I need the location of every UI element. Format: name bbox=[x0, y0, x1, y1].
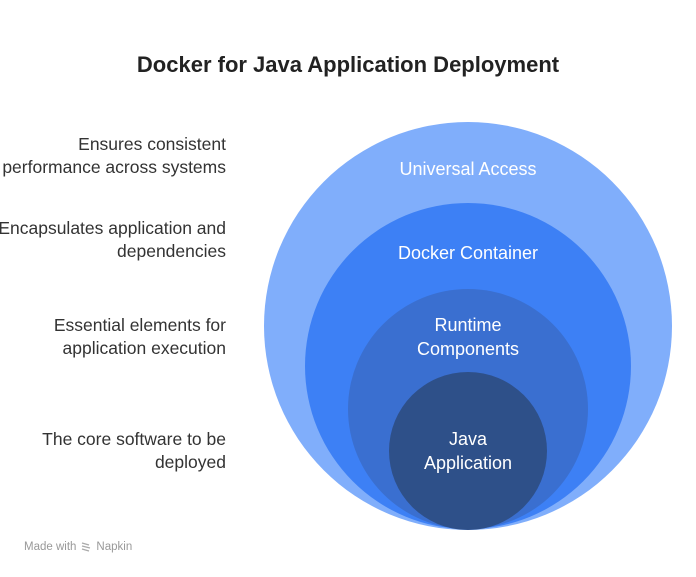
napkin-logo-icon bbox=[82, 542, 91, 552]
watermark-brand: Napkin bbox=[96, 541, 133, 553]
label-java: Java bbox=[449, 429, 488, 449]
label-runtime: Runtime bbox=[434, 315, 501, 335]
label-universal-access: Universal Access bbox=[399, 159, 536, 179]
description-docker-container: Encapsulates application and dependencie… bbox=[0, 218, 226, 261]
description-runtime-components: Essential elements for application execu… bbox=[53, 315, 226, 358]
label-docker-container: Docker Container bbox=[398, 243, 538, 263]
description-java-application: The core software to be deployed bbox=[42, 429, 226, 472]
diagram-title: Docker for Java Application Deployment bbox=[136, 52, 560, 77]
circle-java-application bbox=[389, 372, 547, 530]
watermark: Made with Napkin bbox=[24, 541, 132, 553]
description-universal-access: Ensures consistent performance across sy… bbox=[2, 134, 226, 177]
watermark-prefix: Made with bbox=[24, 541, 77, 553]
label-application: Application bbox=[424, 453, 512, 473]
label-components: Components bbox=[417, 339, 519, 359]
